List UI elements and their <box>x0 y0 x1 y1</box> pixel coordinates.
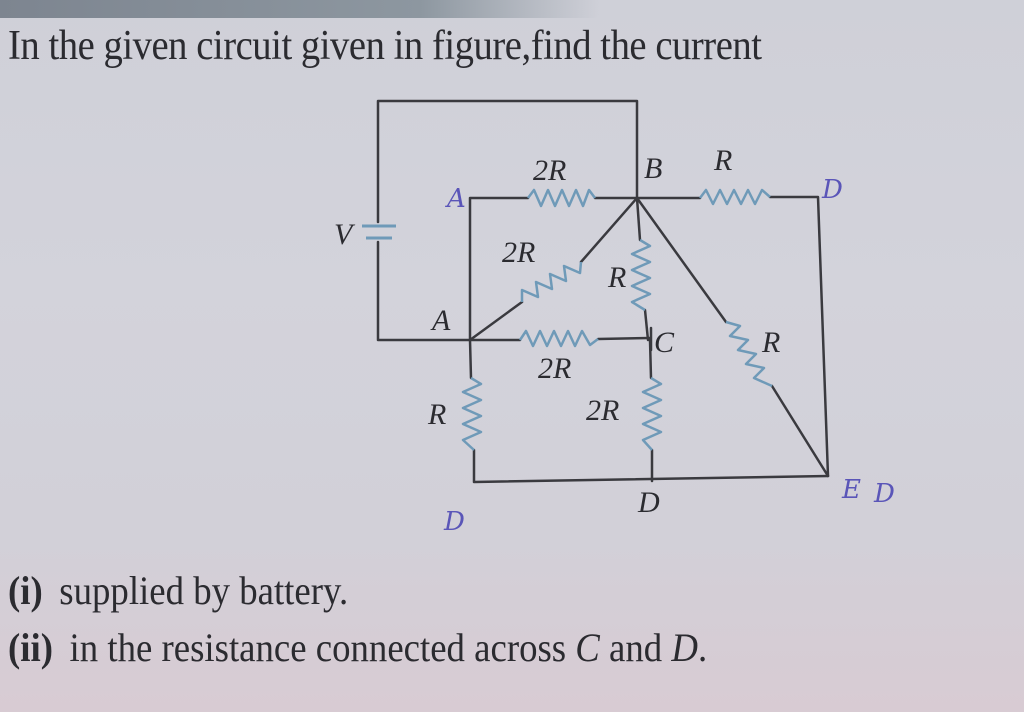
wire-diag-ab-lower <box>468 300 524 342</box>
wire-diag-be-upper <box>635 196 728 324</box>
wire-a-down-bottom <box>472 448 830 484</box>
node-label-d: D <box>637 486 660 519</box>
resistor-a-down-r-icon <box>461 376 483 451</box>
battery-icon <box>362 224 396 240</box>
label-b-right-r: R <box>713 144 732 177</box>
node-label-a: A <box>430 304 451 337</box>
wire-battery-loop <box>376 99 639 342</box>
wire-ac-right <box>596 336 652 341</box>
handwritten-mark-bottom-right-2: D <box>873 479 895 509</box>
wire-a-down-top <box>468 338 473 380</box>
wire-bc-top <box>635 196 642 242</box>
label-cd-2r: 2R <box>586 394 619 427</box>
part-ii-number: (ii) <box>8 625 53 670</box>
resistor-diag-be-r-icon <box>725 320 773 388</box>
resistor-bc-r-icon <box>630 238 652 312</box>
handwritten-mark-bottom-right-1: E <box>841 475 861 505</box>
battery-label: V <box>334 218 356 251</box>
part-ii-node-d: D <box>671 625 698 670</box>
label-diag-ab-2r: 2R <box>502 236 535 269</box>
part-ii-node-c: C <box>575 625 600 670</box>
wire-cd-top <box>648 338 653 380</box>
resistor-top-2r-icon <box>527 188 596 208</box>
part-ii: (ii) in the resistance connected across C… <box>8 624 707 671</box>
part-ii-text: in the resistance connected across <box>69 625 576 670</box>
wire-bc-bottom <box>643 308 650 342</box>
part-ii-and: and <box>599 625 672 670</box>
label-a-down-r: R <box>427 398 446 431</box>
page-edge-shadow <box>0 0 600 18</box>
question-text: In the given circuit given in figure,fin… <box>8 23 762 69</box>
handwritten-mark-bottom-left: D <box>443 507 465 537</box>
wire-diag-be-lower <box>770 384 830 478</box>
part-ii-period: . <box>697 625 708 670</box>
part-i-number: (i) <box>8 568 43 613</box>
label-top-2r: 2R <box>533 154 566 187</box>
node-label-b: B <box>644 152 662 185</box>
label-diag-be-r: R <box>761 326 780 359</box>
resistor-b-right-r-icon <box>699 188 771 206</box>
resistor-cd-2r-icon <box>641 376 663 451</box>
wire-diag-ab-upper <box>579 196 639 264</box>
label-bc-r: R <box>607 261 626 294</box>
part-i: (i) supplied by battery. <box>8 567 348 614</box>
handwritten-mark-left-top: A <box>445 184 466 214</box>
resistor-diag-ab-2r-icon <box>520 261 583 302</box>
handwritten-mark-right-top: D <box>821 175 843 205</box>
part-i-text: supplied by battery. <box>59 568 349 613</box>
node-label-c: C <box>654 326 675 359</box>
wire-top-left <box>468 196 530 342</box>
wire-right-to-corner <box>768 195 830 478</box>
resistor-ac-2r-icon <box>518 329 599 348</box>
label-ac-2r: 2R <box>538 352 571 385</box>
